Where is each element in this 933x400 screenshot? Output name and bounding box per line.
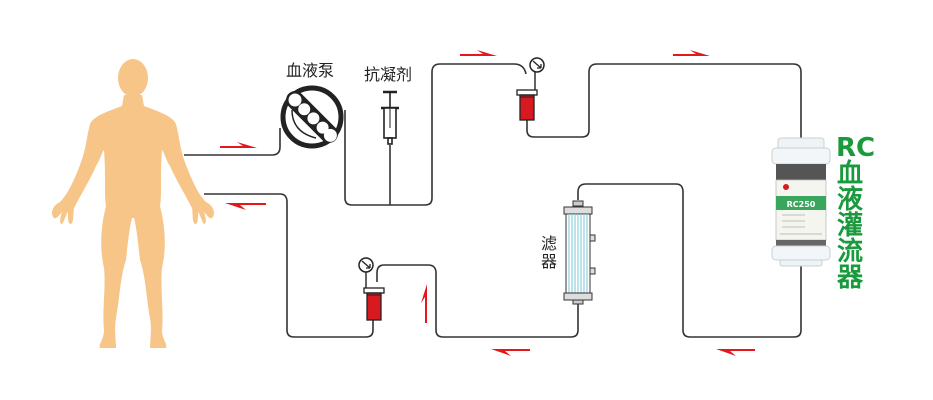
human-body (52, 59, 214, 348)
perfuser-label: RC 血 液 灌 流 器 (836, 133, 875, 293)
arrow-right-icon (220, 142, 257, 148)
perfusion-cartridge-icon: RC250 (771, 137, 831, 267)
arrow-right-icon (460, 50, 497, 56)
perfuser-label-prefix: RC (836, 133, 875, 163)
perfuser-char: 器 (836, 263, 864, 293)
filter-label-1: 滤 (541, 234, 557, 253)
pressure-chamber-bottom (358, 257, 385, 321)
pump-label: 血液泵 (286, 61, 334, 80)
perfuser-char: 灌 (837, 211, 863, 241)
arrow-left-icon (716, 349, 755, 356)
arrow-right-icon (673, 50, 710, 56)
arrow-left-icon (225, 203, 266, 210)
filter-icon (563, 200, 596, 305)
perfuser-char: 液 (837, 185, 863, 215)
flow-arrows (220, 50, 755, 356)
pressure-chamber-top (516, 57, 545, 121)
perfuser-char: 流 (837, 237, 863, 267)
arrow-up-icon (421, 284, 427, 323)
perfuser-char: 血 (837, 159, 863, 189)
anticoagulant-label: 抗凝剂 (364, 65, 412, 84)
blood-pump-icon (280, 85, 344, 149)
tubing (184, 63, 802, 338)
cartridge-label: RC250 (787, 200, 816, 209)
filter-label-2: 器 (541, 252, 557, 271)
syringe-icon (381, 90, 399, 145)
arrow-left-icon (491, 349, 530, 356)
